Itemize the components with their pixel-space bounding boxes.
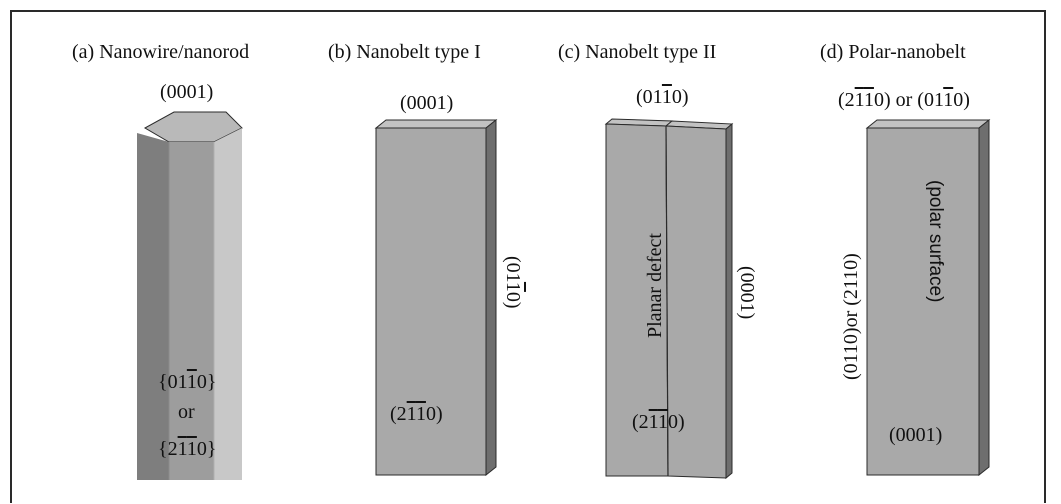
panel-a-or-label: or bbox=[178, 401, 195, 423]
panel-c-top-face-label: (0110) bbox=[636, 86, 689, 108]
nanobelt-type-2 bbox=[604, 118, 734, 480]
panel-d-title: (d) Polar-nanobelt bbox=[820, 41, 966, 63]
overbar-index: 1 bbox=[187, 438, 197, 460]
hex-right-face bbox=[214, 128, 242, 480]
panel-d-bottom-face-label: (0001) bbox=[889, 424, 942, 446]
planar-defect-label: Planar defect bbox=[644, 233, 666, 338]
planar-defect-line bbox=[665, 125, 669, 477]
overbar-index: 1 bbox=[407, 403, 416, 425]
hex-left-face bbox=[137, 133, 169, 480]
panel-c-side-face-label: (0001) bbox=[736, 266, 758, 319]
panel-c-title: (c) Nanobelt type II bbox=[558, 41, 716, 63]
belt-front-face bbox=[375, 127, 487, 476]
overbar-index: 1 bbox=[649, 411, 658, 433]
panel-b-title: (b) Nanobelt type I bbox=[328, 41, 481, 63]
overbar-index: 1 bbox=[864, 89, 874, 111]
overbar-index: 1 bbox=[855, 89, 864, 111]
overbar-index: 1 bbox=[662, 86, 672, 108]
overbar-index: 1 bbox=[502, 282, 524, 292]
hexagonal-nanowire bbox=[137, 111, 243, 480]
panel-a-side-face-2-label: {2110} bbox=[158, 438, 216, 460]
overbar-index: 1 bbox=[943, 89, 953, 111]
polar-surface-label: (polar surface) bbox=[925, 180, 946, 303]
panel-d-top-face-label: (2110) or (0110) bbox=[838, 89, 970, 111]
belt-side-face bbox=[725, 122, 733, 480]
overbar-index: 1 bbox=[178, 438, 187, 460]
hex-middle-face bbox=[169, 142, 214, 480]
panel-b-front-face-label: (2110) bbox=[390, 403, 443, 425]
panel-a-side-face-1-label: {0110} bbox=[158, 371, 216, 393]
panel-a-top-face-label: (0001) bbox=[160, 81, 213, 103]
panel-b-side-face-label: (0110) bbox=[502, 256, 524, 309]
polar-nanobelt bbox=[865, 118, 991, 477]
belt-side-face bbox=[978, 118, 990, 477]
panel-a-title: (a) Nanowire/nanorod bbox=[72, 41, 249, 63]
belt-side-face bbox=[485, 118, 497, 477]
nanobelt-type-1 bbox=[374, 118, 498, 477]
figure-frame bbox=[10, 10, 1046, 503]
overbar-index: 1 bbox=[187, 371, 197, 393]
panel-b-top-face-label: (0001) bbox=[400, 92, 453, 114]
belt-top-face bbox=[374, 119, 498, 129]
overbar-index: 1 bbox=[658, 411, 668, 433]
belt-front-face bbox=[866, 127, 980, 476]
panel-c-front-face-label: (2110) bbox=[632, 411, 685, 433]
belt-top-face bbox=[865, 119, 991, 129]
panel-d-left-face-label: (0110)or (2110) bbox=[840, 253, 862, 380]
overbar-index: 1 bbox=[416, 403, 426, 425]
